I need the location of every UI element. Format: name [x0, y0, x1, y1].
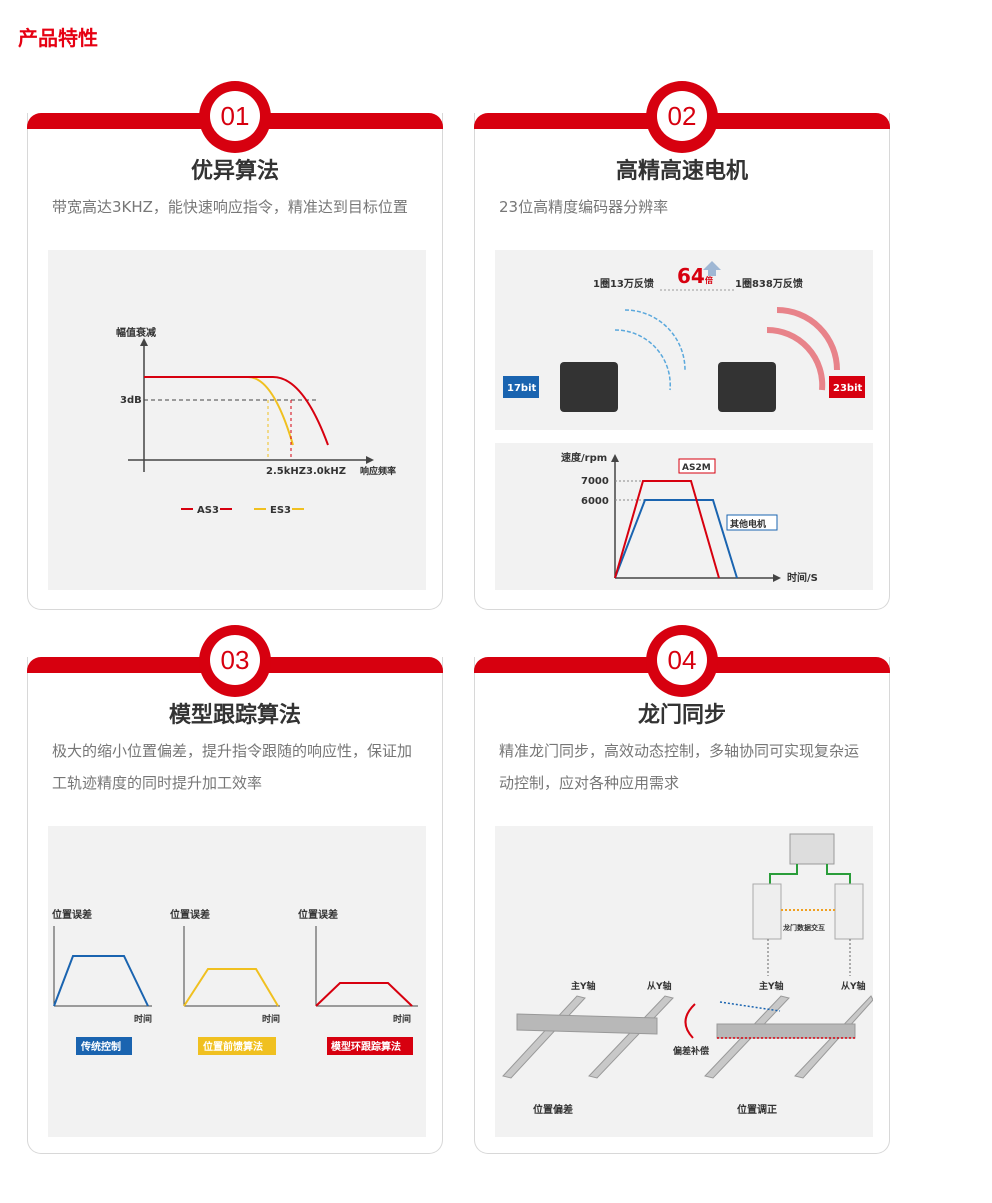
y-tick-6000: 6000	[581, 496, 609, 507]
feature-card-algorithm: 01 优异算法 带宽高达3KHZ，能快速响应指令，精准达到目标位置 幅值衰减 3…	[27, 81, 443, 610]
encoder-arc-23bit	[766, 307, 840, 391]
x-axis-label: 时间	[393, 1013, 411, 1025]
slave-axis-label: 从Y轴	[647, 980, 672, 992]
db-label: 3dB	[120, 395, 142, 406]
label-feedforward: 位置前馈算法	[203, 1040, 263, 1053]
speed-figure: 速度/rpm 时间/S 7000 6000 AS2M 其他电机	[495, 443, 873, 590]
servo-drive-left	[752, 883, 782, 940]
gantry-rails	[502, 995, 874, 1079]
other-motor-line	[614, 499, 738, 579]
right-feedback-label: 1圈838万反馈	[735, 277, 803, 290]
ratio-value: 64	[677, 264, 705, 288]
motor-17bit-image	[560, 362, 618, 412]
as2m-line	[614, 480, 720, 579]
label-traditional: 传统控制	[80, 1040, 121, 1053]
bit-23-badge: 23bit	[833, 383, 863, 394]
y-axis-label: 位置误差	[298, 908, 338, 921]
x-axis-label: 时间	[134, 1013, 152, 1025]
y-tick-7000: 7000	[581, 476, 609, 487]
feature-card-motor: 02 高精高速电机 23位高精度编码器分辨率 1圈13万反馈 1圈838万反馈 …	[474, 81, 890, 610]
encoder-arc-17bit	[614, 309, 686, 391]
as2m-label: AS2M	[682, 463, 711, 473]
card-description: 极大的缩小位置偏差，提升指令跟随的响应性，保证加工轨迹精度的同时提升加工效率	[52, 742, 413, 792]
encoder-figure: 1圈13万反馈 1圈838万反馈 64 倍 17bit 23bit	[495, 250, 873, 430]
compensation-label: 偏差补偿	[673, 1045, 709, 1057]
left-caption: 位置偏差	[533, 1103, 573, 1116]
number-badge: 04	[657, 635, 707, 685]
left-feedback-label: 1圈13万反馈	[593, 277, 654, 290]
chart-traditional: 位置误差 时间 传统控制	[52, 908, 152, 1055]
up-arrow-icon	[703, 261, 721, 276]
card-title: 优异算法	[190, 159, 279, 184]
compensation-arrow-icon	[684, 1003, 696, 1039]
ratio-unit: 倍	[704, 275, 713, 285]
controller-image	[789, 833, 835, 865]
right-caption: 位置调正	[737, 1103, 777, 1116]
es3-curve	[144, 376, 294, 446]
card-title: 高精高速电机	[615, 159, 748, 184]
tracking-figure: 位置误差 时间 传统控制 位置误差 时间 位置前馈算法 位置误差 时间 模型环跟…	[48, 826, 426, 1137]
servo-drive-right	[834, 883, 864, 940]
number-badge: 03	[210, 635, 260, 685]
y-axis-label: 位置误差	[170, 908, 210, 921]
y-axis-label: 速度/rpm	[561, 451, 607, 464]
card-description: 带宽高达3KHZ，能快速响应指令，精准达到目标位置	[52, 198, 408, 216]
gantry-figure: 龙门数据交互 主Y轴 从Y轴 主Y轴 从Y轴 偏差补偿 位置偏差 位置调正	[495, 826, 874, 1137]
feature-card-gantry-sync: 04 龙门同步 精准龙门同步，高效动态控制，多轴协同可实现复杂运动控制，应对各种…	[474, 625, 890, 1154]
x-axis-label: 时间	[262, 1013, 280, 1025]
data-exchange-label: 龙门数据交互	[782, 923, 825, 932]
label-model-tracking: 模型环跟踪算法	[331, 1040, 401, 1053]
y-axis-label: 幅值衰减	[116, 326, 156, 339]
legend-as3: AS3	[197, 505, 219, 516]
motor-23bit-image	[718, 362, 776, 412]
bit-17-badge: 17bit	[507, 383, 537, 394]
bandwidth-figure: 幅值衰减 3dB 2.5kHZ 3.0kHZ 响应频率 AS3 ES3	[48, 250, 426, 590]
chart-feedforward: 位置误差 时间 位置前馈算法	[170, 908, 280, 1055]
freq-3-0: 3.0kHZ	[306, 466, 346, 477]
card-title: 龙门同步	[637, 703, 726, 728]
x-axis-label: 响应频率	[360, 465, 396, 477]
feature-card-model-tracking: 03 模型跟踪算法 极大的缩小位置偏差，提升指令跟随的响应性，保证加工轨迹精度的…	[27, 625, 443, 1154]
slave-axis-label: 从Y轴	[841, 980, 866, 992]
master-axis-label: 主Y轴	[571, 980, 596, 992]
master-axis-label: 主Y轴	[759, 980, 784, 992]
page-title: 产品特性	[18, 26, 98, 50]
card-title: 模型跟踪算法	[168, 703, 301, 728]
chart-model-tracking: 位置误差 时间 模型环跟踪算法	[298, 908, 418, 1055]
legend-es3: ES3	[270, 505, 291, 516]
as3-curve	[144, 376, 329, 446]
other-motor-label: 其他电机	[730, 518, 766, 530]
y-axis-label: 位置误差	[52, 908, 92, 921]
freq-2-5: 2.5kHZ	[266, 466, 306, 477]
number-badge: 02	[657, 91, 707, 141]
card-description: 精准龙门同步，高效动态控制，多轴协同可实现复杂运动控制，应对各种应用需求	[499, 742, 860, 792]
card-description: 23位高精度编码器分辨率	[499, 198, 669, 216]
number-badge: 01	[210, 91, 260, 141]
x-axis-label: 时间/S	[787, 571, 818, 584]
